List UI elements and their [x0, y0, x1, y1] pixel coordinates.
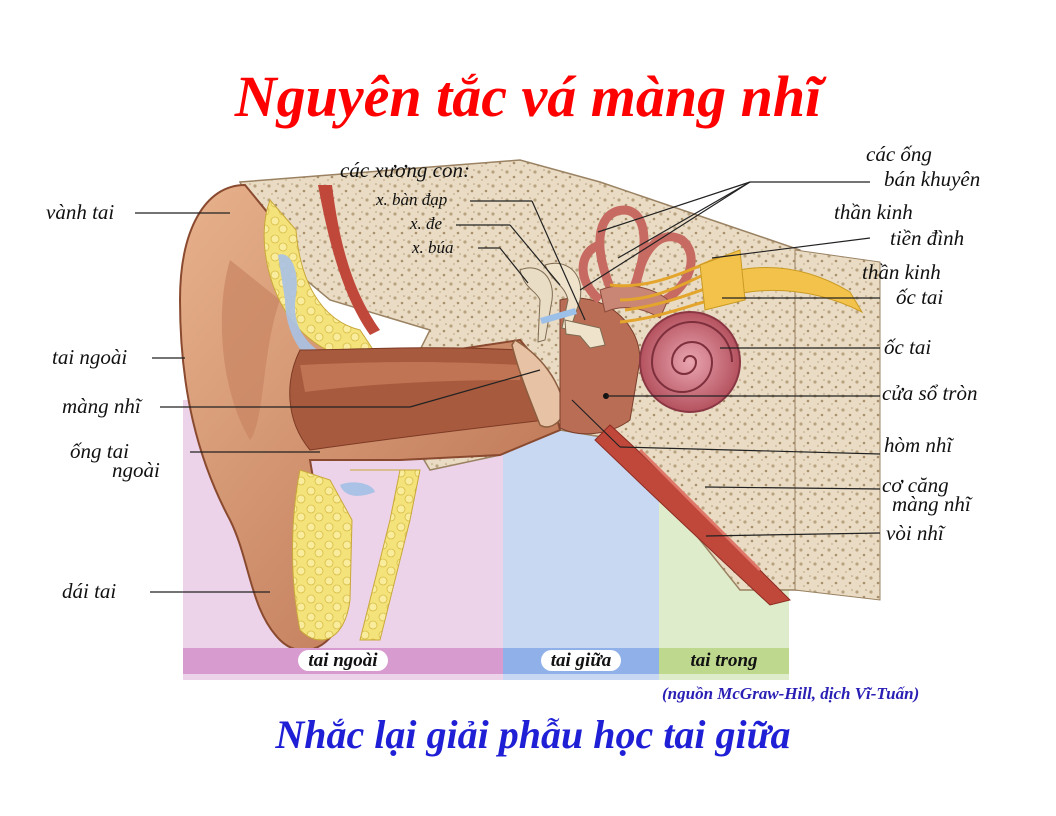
cochlea	[639, 311, 741, 413]
label-stapes: x. bàn đạp	[376, 190, 448, 209]
inner-ear-zone-label: tai trong	[690, 650, 758, 671]
label-cochlear-nerve-line2: ốc tai	[896, 285, 944, 309]
label-eustachian-tube: vòi nhĩ	[886, 521, 944, 545]
label-tensor-tympani-line2: màng nhĩ	[892, 492, 971, 516]
label-round-window: cửa sổ tròn	[882, 381, 978, 405]
stapes	[564, 319, 606, 349]
label-ear-canal-line2: ngoài	[112, 458, 160, 482]
outer-ear-zone-label: tai ngoài	[183, 648, 503, 674]
label-semicircular-line1: các ống	[866, 142, 932, 166]
label-vestibular-nerve-line2: tiền đình	[890, 226, 965, 250]
label-auricle: vành tai	[46, 200, 115, 224]
inner-ear-bar	[659, 648, 789, 674]
skull-bone-block	[794, 249, 881, 601]
source-credit: (nguồn McGraw-Hill, dịch Vĩ-Tuấn)	[662, 684, 920, 703]
malleus	[519, 267, 553, 343]
label-cochlea: ốc tai	[884, 335, 932, 359]
label-malleus: x. búa	[412, 238, 454, 257]
label-tensor-tympani-line1: cơ căng	[882, 473, 949, 497]
label-cochlear-nerve-line1: thần kinh	[862, 260, 941, 284]
label-eardrum: màng nhĩ	[62, 394, 141, 418]
label-earlobe: dái tai	[62, 579, 117, 603]
slide-title: Nguyên tắc vá màng nhĩ	[234, 64, 822, 129]
label-ear-canal-line1: ống tai	[70, 439, 129, 463]
middle-ear-zone-label: tai giữa	[503, 648, 659, 674]
slide-subtitle: Nhắc lại giải phẫu học tai giữa	[275, 712, 791, 757]
label-tympanic-cavity: hòm nhĩ	[884, 433, 953, 457]
vestibulocochlear-nerve	[699, 249, 746, 311]
label-ossicles: các xương con:	[340, 158, 470, 182]
label-outer-ear: tai ngoài	[52, 345, 128, 369]
label-vestibular-nerve-line1: thần kinh	[834, 200, 913, 224]
label-incus: x. đe	[410, 214, 443, 233]
label-semicircular-line2: bán khuyên	[884, 167, 981, 191]
